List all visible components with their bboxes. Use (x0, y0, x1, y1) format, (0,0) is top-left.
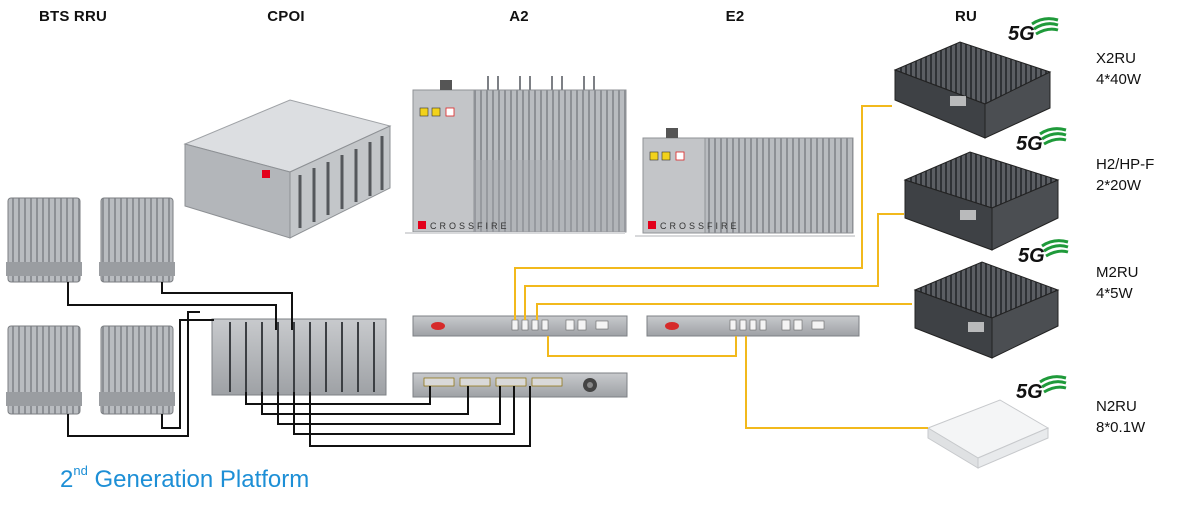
cable-cpoi-if5 (309, 386, 531, 447)
cpoi-rack (211, 318, 387, 396)
h2-hpf-unit (903, 151, 1060, 251)
header-a2: A2 (509, 8, 529, 25)
fiveg-badge-text: 5G (1016, 133, 1043, 155)
fiveg-badge-h2: 5G (1016, 127, 1067, 155)
ru-spec: 4*5W (1096, 285, 1133, 302)
fiveg-badge-text: 5G (1016, 381, 1043, 403)
ru-spec: 8*0.1W (1096, 419, 1146, 436)
ru-label-n2ru: N2RU 8*0.1W (1096, 396, 1145, 438)
fiber-a2-h2 (524, 213, 904, 320)
e2-brand-text: CROSSFIRE (660, 221, 740, 231)
a2-cabinet: CROSSFIRE (405, 76, 627, 234)
m2ru-unit (913, 261, 1060, 359)
header-cpoi: CPOI (267, 8, 305, 25)
bts-rru-unit-4 (99, 325, 175, 415)
ru-label-x2ru: X2RU 4*40W (1096, 48, 1141, 90)
cable-cpoi-if4 (293, 386, 515, 435)
platform-caption: 2nd Generation Platform (60, 463, 310, 494)
cable-cpoi-if1 (245, 386, 431, 405)
bts-rru-unit-3 (6, 325, 82, 415)
caption-superscript: nd (73, 463, 88, 478)
ru-spec: 4*40W (1096, 71, 1142, 88)
caption-text: Generation Platform (87, 466, 310, 493)
ru-name: M2RU (1096, 264, 1139, 281)
fiber-a2-e2 (547, 336, 737, 357)
interface-rack-unit (412, 372, 628, 398)
ru-label-m2ru: M2RU 4*5W (1096, 262, 1139, 304)
cable-bts1-cpoi (67, 282, 277, 330)
x2ru-unit (893, 41, 1052, 139)
fiber-e2-n2ru (745, 336, 928, 429)
a2-brand-text: CROSSFIRE (430, 221, 510, 231)
cpoi-chassis (183, 99, 392, 239)
a2-rack-head (412, 315, 628, 337)
bts-rru-unit-2 (99, 197, 175, 283)
ru-name: X2RU (1096, 50, 1137, 67)
e2-rack-head (646, 315, 860, 337)
bts-rru-unit-1 (6, 197, 82, 283)
fiveg-badge-n2ru: 5G (1016, 375, 1067, 403)
header-bts-rru: BTS RRU (38, 8, 108, 25)
fiveg-badge-text: 5G (1018, 245, 1045, 267)
ru-name: N2RU (1096, 398, 1137, 415)
fiveg-badge-x2ru: 5G (1008, 17, 1059, 45)
caption-number: 2 (60, 466, 74, 493)
header-ru: RU (954, 8, 978, 25)
cable-bts3-cpoi (67, 311, 200, 437)
cable-bts2-cpoi (161, 282, 293, 330)
coax-cables (67, 282, 531, 447)
ru-name: H2/HP-F (1096, 156, 1155, 173)
fiveg-badge-m2ru: 5G (1018, 239, 1069, 267)
header-e2: E2 (725, 8, 745, 25)
fiber-links (514, 105, 928, 429)
fiber-a2-m2ru (536, 303, 912, 320)
ru-label-h2-hpf: H2/HP-F 2*20W (1096, 154, 1154, 196)
fiber-a2-x2ru (514, 105, 892, 320)
fiveg-badge-text: 5G (1008, 23, 1035, 45)
cable-bts4-cpoi (161, 319, 214, 429)
n2ru-unit (926, 399, 1050, 469)
e2-cabinet: CROSSFIRE (635, 128, 855, 237)
cable-cpoi-if2 (261, 386, 469, 415)
ru-spec: 2*20W (1096, 177, 1142, 194)
cable-cpoi-if3 (277, 386, 501, 425)
